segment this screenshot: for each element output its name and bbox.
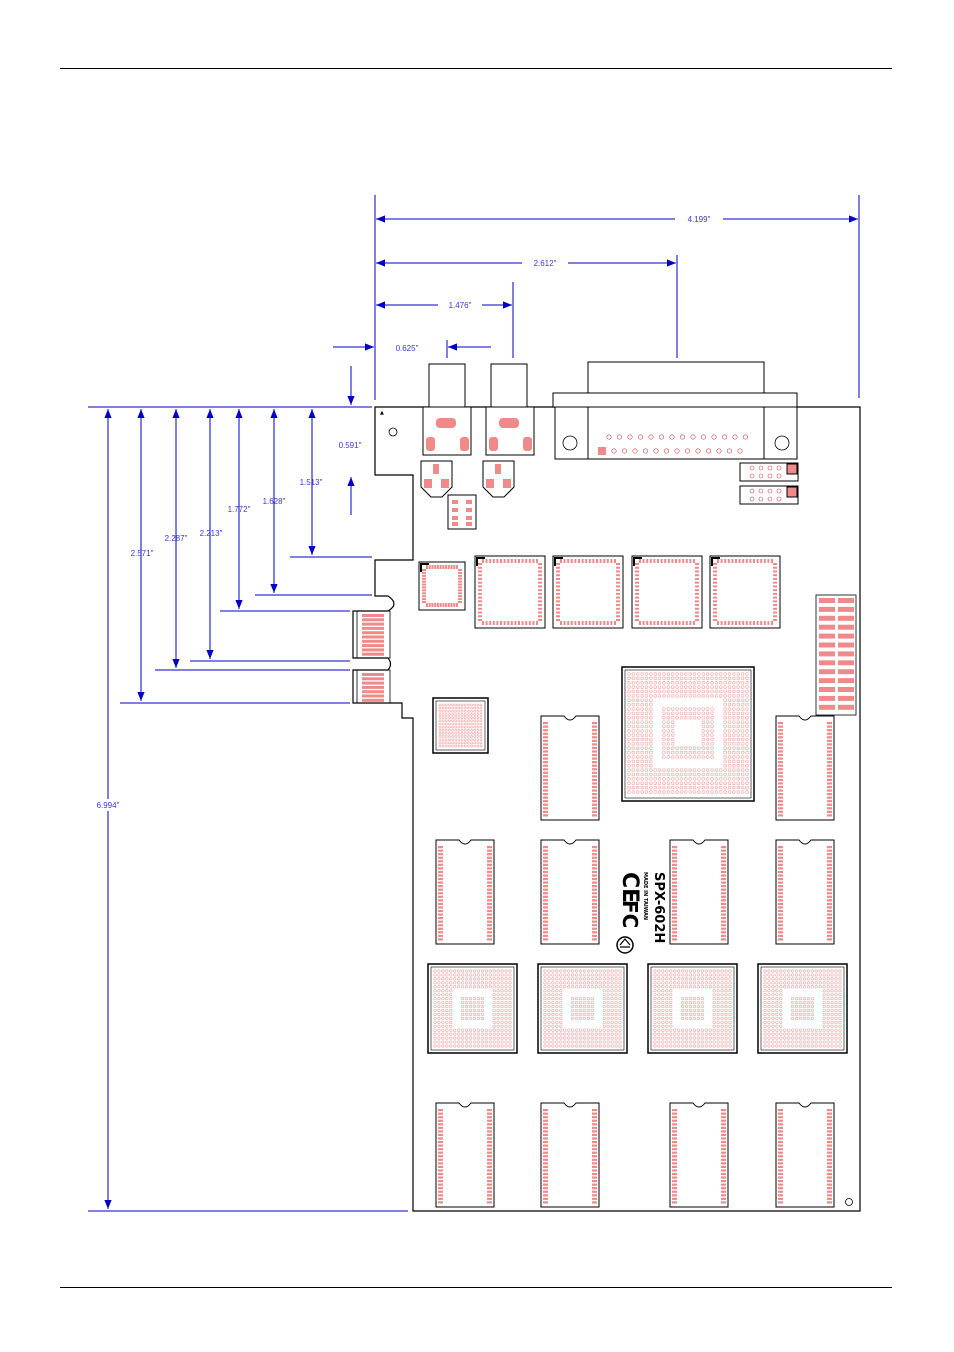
db-connector <box>552 361 798 460</box>
mounting-hole <box>388 427 398 437</box>
jumper-header-2 <box>739 485 799 505</box>
dim-jack1-offset: 0.625" <box>396 344 419 353</box>
jumper-header-1 <box>739 462 799 482</box>
memory-chip-5 <box>669 839 729 945</box>
bga-chip-1 <box>427 963 518 1054</box>
bga-chip-3 <box>647 963 738 1054</box>
dim-connector-offset: 2.612" <box>534 259 557 268</box>
vertical-dimensions <box>88 366 408 1212</box>
memory-chip-4 <box>540 839 600 945</box>
dim-jack2-offset: 1.476" <box>449 301 472 310</box>
dim-overall-height: 6.994" <box>97 801 120 810</box>
bga-chip-small <box>432 697 489 754</box>
dim-notch4: 2.213" <box>200 529 223 538</box>
qfp-chip-4 <box>709 555 781 629</box>
pin1-marker: ▲ <box>380 410 384 416</box>
dim-notch2: 1.628" <box>263 497 286 506</box>
dim-notch3: 1.772" <box>228 505 251 514</box>
transistor-2 <box>482 460 515 498</box>
memory-chip-1 <box>540 715 600 821</box>
dimension-labels: 4.199" 2.612" 1.476" 0.625" 0.591" 1.513… <box>88 213 720 811</box>
memory-chip-7 <box>435 1102 495 1208</box>
dim-notch5: 2.287" <box>165 534 188 543</box>
qfp-chip-3 <box>631 555 703 629</box>
fc-mark: FC <box>618 900 642 928</box>
dim-bracket-top: 0.591" <box>339 441 362 450</box>
made-in-label: MADE IN TAIWAN <box>642 872 648 920</box>
dim-notch1: 1.513" <box>300 478 323 487</box>
plcc-chip <box>418 561 466 611</box>
memory-chip-6 <box>775 839 835 945</box>
qfp-chip-2 <box>552 555 624 629</box>
footer-rule <box>60 1287 892 1288</box>
silkscreen-model: SPX-602H MADE IN TAIWAN <box>642 872 666 943</box>
recycle-mark-icon <box>616 936 634 954</box>
dim-notch6: 2.571" <box>131 549 154 558</box>
memory-chip-2 <box>775 715 835 821</box>
memory-chip-3 <box>435 839 495 945</box>
dim-overall-width: 4.199" <box>688 215 711 224</box>
memory-chip-9 <box>669 1102 729 1208</box>
memory-chip-10 <box>775 1102 835 1208</box>
fiducial-hole <box>845 1198 853 1206</box>
bga-chip-4 <box>757 963 848 1054</box>
edge-connector <box>356 610 391 704</box>
ce-mark: CE <box>617 872 642 903</box>
rca-jack-1 <box>422 363 472 456</box>
horizontal-dimensions <box>333 195 860 400</box>
transistor-1 <box>420 460 453 498</box>
qfp-chip-1 <box>474 555 546 629</box>
header-rule <box>60 68 892 69</box>
board-model-label: SPX-602H <box>651 872 666 943</box>
bga-chip-main <box>621 666 755 802</box>
memory-chip-8 <box>540 1102 600 1208</box>
resistor-array <box>815 594 857 716</box>
bga-chip-2 <box>537 963 628 1054</box>
rca-jack-2 <box>485 363 535 456</box>
certification-marks: CE FC <box>616 872 642 954</box>
soic-8 <box>447 494 477 530</box>
